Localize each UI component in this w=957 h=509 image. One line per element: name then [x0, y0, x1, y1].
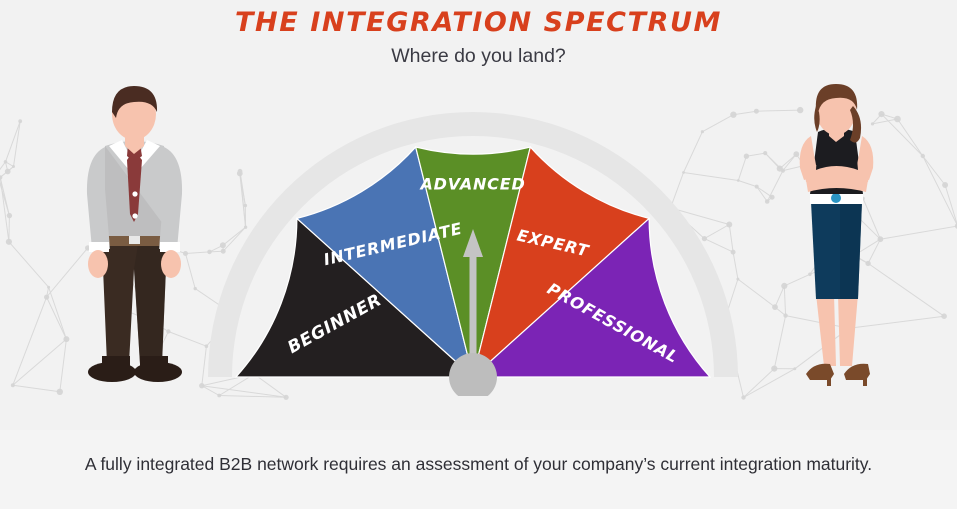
needle-hub	[449, 353, 497, 401]
mesh-line	[922, 155, 946, 186]
woman-leg-left	[816, 294, 836, 366]
mesh-node	[753, 108, 759, 114]
man-ankle-right	[140, 356, 168, 372]
mesh-line	[8, 215, 10, 242]
mesh-node	[44, 294, 50, 300]
mesh-node	[12, 165, 15, 168]
woman-belt-buckle	[831, 193, 841, 203]
mesh-node	[942, 182, 949, 188]
mesh-line	[756, 186, 768, 202]
mesh-node	[56, 388, 63, 395]
man-arm-right	[159, 147, 183, 249]
mesh-line	[0, 161, 6, 171]
man-pants	[102, 244, 167, 364]
man-arm-left	[86, 147, 110, 249]
woman-hair	[815, 84, 858, 114]
businesswoman-illustration	[799, 84, 874, 386]
mesh-line	[5, 121, 21, 162]
mesh-line	[5, 161, 9, 172]
man-cuff-left	[89, 242, 109, 252]
mesh-node	[18, 119, 23, 124]
woman-forearm-lower	[806, 176, 868, 192]
man-hand-left	[88, 250, 108, 278]
mesh-node	[5, 238, 12, 245]
mesh-node	[894, 115, 901, 123]
mesh-line	[13, 121, 21, 167]
mesh-node	[920, 153, 925, 159]
mesh-node	[0, 175, 3, 180]
mesh-line	[944, 184, 957, 226]
woman-skirt-shadow	[840, 202, 862, 299]
mesh-line	[46, 287, 50, 298]
mesh-line	[0, 177, 10, 242]
gauge-segment-intermediate[interactable]	[295, 145, 475, 379]
mesh-node	[763, 151, 768, 156]
mesh-line	[0, 166, 14, 178]
gauge-segment-expert[interactable]	[471, 145, 651, 379]
mesh-node	[10, 383, 15, 388]
mesh-line	[0, 177, 10, 216]
mesh-node	[764, 199, 770, 204]
gauge-svg	[208, 112, 738, 401]
mesh-node	[3, 160, 8, 164]
mesh-line	[12, 296, 48, 386]
mesh-line	[12, 384, 60, 393]
mesh-line	[756, 186, 773, 198]
mesh-line	[743, 368, 775, 398]
gauge-segment-professional[interactable]	[471, 217, 712, 378]
mesh-line	[46, 296, 67, 340]
mesh-line	[0, 171, 9, 178]
header: THE INTEGRATION SPECTRUM Where do you la…	[0, 0, 957, 68]
mesh-line	[48, 287, 67, 340]
page-title: THE INTEGRATION SPECTRUM	[235, 7, 722, 38]
mesh-line	[766, 196, 773, 202]
man-tie	[127, 150, 142, 222]
needle-arrow[interactable]	[463, 229, 483, 377]
man-belt-buckle	[129, 236, 140, 244]
woman-heel-right	[863, 372, 867, 386]
woman-leg-right	[838, 294, 858, 366]
woman-ponytail	[850, 106, 862, 143]
man-pants-shadow	[134, 244, 167, 364]
man-ankle-left	[102, 356, 130, 372]
mesh-node	[941, 313, 947, 320]
mesh-line	[897, 118, 924, 157]
mesh-node	[4, 168, 11, 175]
mesh-line	[922, 155, 957, 226]
gauge-segment-beginner[interactable]	[234, 217, 475, 378]
footer-caption: A fully integrated B2B network requires …	[84, 454, 873, 474]
mesh-line	[59, 339, 67, 392]
gauge-needle	[449, 229, 497, 401]
mesh-node	[63, 336, 70, 343]
mesh-line	[0, 181, 10, 216]
mesh-line	[8, 241, 49, 288]
mesh-node	[47, 285, 51, 289]
man-hair	[112, 86, 158, 118]
mesh-node	[6, 212, 13, 219]
man-collar	[109, 140, 160, 176]
man-button-2	[132, 213, 138, 219]
woman-top-chest	[816, 136, 858, 170]
woman-heel-left	[827, 372, 831, 386]
mesh-line	[746, 152, 766, 157]
man-hand-right	[161, 250, 181, 278]
page-subtitle: Where do you land?	[391, 45, 566, 67]
woman-hair-side	[814, 106, 820, 132]
businessman-illustration	[86, 86, 183, 382]
mesh-line	[7, 166, 14, 172]
mesh-node	[754, 184, 759, 189]
mesh-line	[5, 161, 14, 167]
gauge-segments	[234, 145, 712, 379]
bottom-band	[0, 430, 957, 509]
mesh-node	[769, 194, 775, 200]
mesh-line	[12, 338, 67, 386]
mesh-node	[771, 365, 778, 372]
man-cuff-right	[160, 242, 180, 252]
man-button-1	[132, 191, 138, 197]
